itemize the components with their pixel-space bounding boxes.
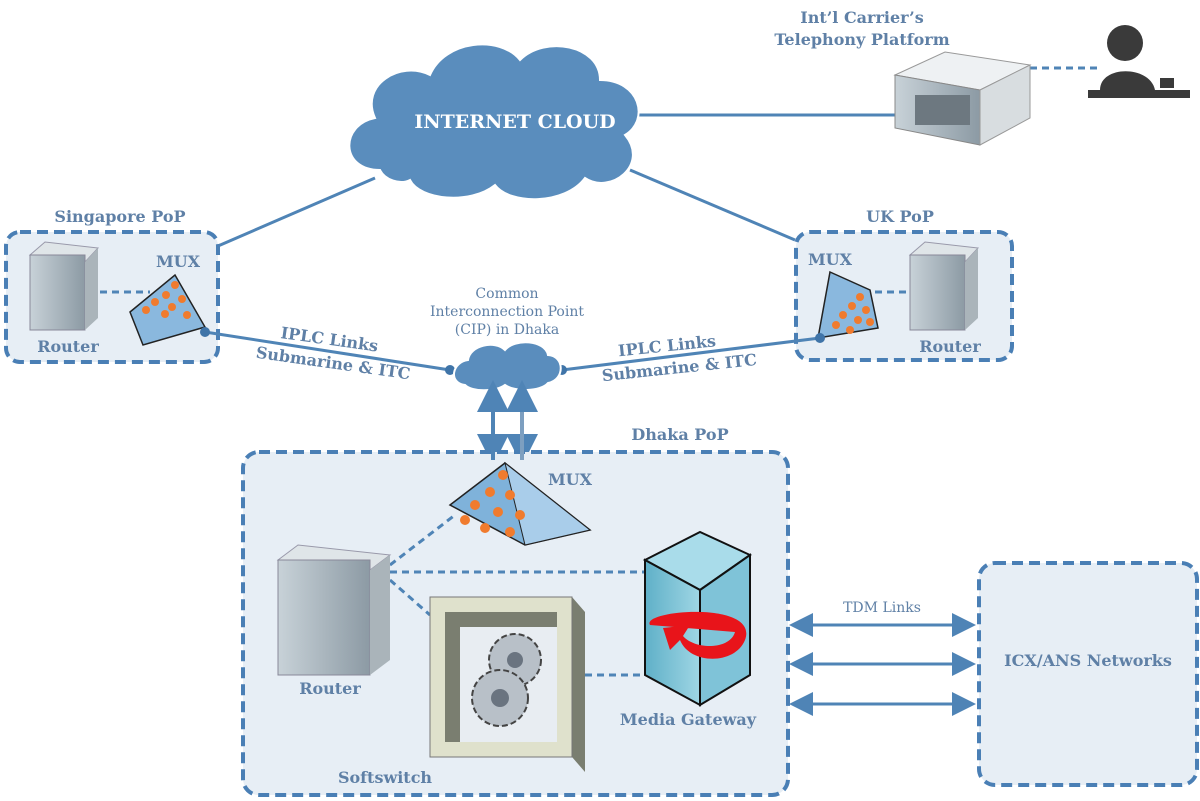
telephony-server-icon: [893, 51, 1032, 146]
router-softswitch-link: [389, 578, 431, 617]
singapore-cip-link: [204, 330, 451, 372]
uk-mux-label: MUX: [808, 250, 853, 269]
cip-cloud-icon: [453, 341, 562, 392]
singapore-pop-label: Singapore PoP: [54, 207, 185, 226]
uk-cip-link: [561, 336, 821, 372]
person-on-phone-icon: [1088, 25, 1190, 98]
uk-router-label: Router: [919, 337, 981, 356]
rotate-arrow-icon: [649, 611, 747, 659]
icx-ans-box: [977, 561, 1199, 787]
cip-label-line3: (CIP) in Dhaka: [455, 322, 559, 338]
internet-cloud-label: INTERNET CLOUD: [414, 111, 615, 133]
cloud-to-singapore-link: [217, 176, 376, 248]
dhaka-router-label: Router: [299, 679, 361, 698]
softswitch-label: Softswitch: [338, 768, 432, 787]
media-gateway-icon: [642, 530, 753, 707]
uk-router-icon: [908, 241, 980, 331]
singapore-router-label: Router: [37, 337, 99, 356]
singapore-mux-icon: [129, 273, 207, 346]
cip-label-line1: Common: [475, 286, 538, 302]
dhaka-mux-icon: [448, 461, 592, 546]
router-mux-link: [389, 513, 456, 567]
dhaka-pop-label: Dhaka PoP: [631, 425, 728, 444]
singapore-router-icon: [28, 241, 100, 331]
uk-mux-icon: [817, 270, 879, 339]
carrier-label-line1: Int’l Carrier’s: [800, 8, 924, 27]
cip-label-line2: Interconnection Point: [430, 304, 584, 320]
tdm-links-label: TDM Links: [843, 600, 921, 616]
dhaka-router-icon: [276, 544, 392, 676]
softswitch-icon: [429, 596, 585, 772]
carrier-label-line2: Telephony Platform: [774, 30, 949, 49]
cloud-to-uk-link: [629, 168, 796, 242]
uk-pop-label: UK PoP: [866, 207, 934, 226]
internet-cloud: INTERNET CLOUD: [348, 43, 640, 201]
singapore-mux-label: MUX: [156, 252, 201, 271]
media-gateway-label: Media Gateway: [620, 710, 757, 729]
icx-ans-label: ICX/ANS Networks: [1004, 651, 1172, 670]
dhaka-mux-label: MUX: [548, 470, 593, 489]
